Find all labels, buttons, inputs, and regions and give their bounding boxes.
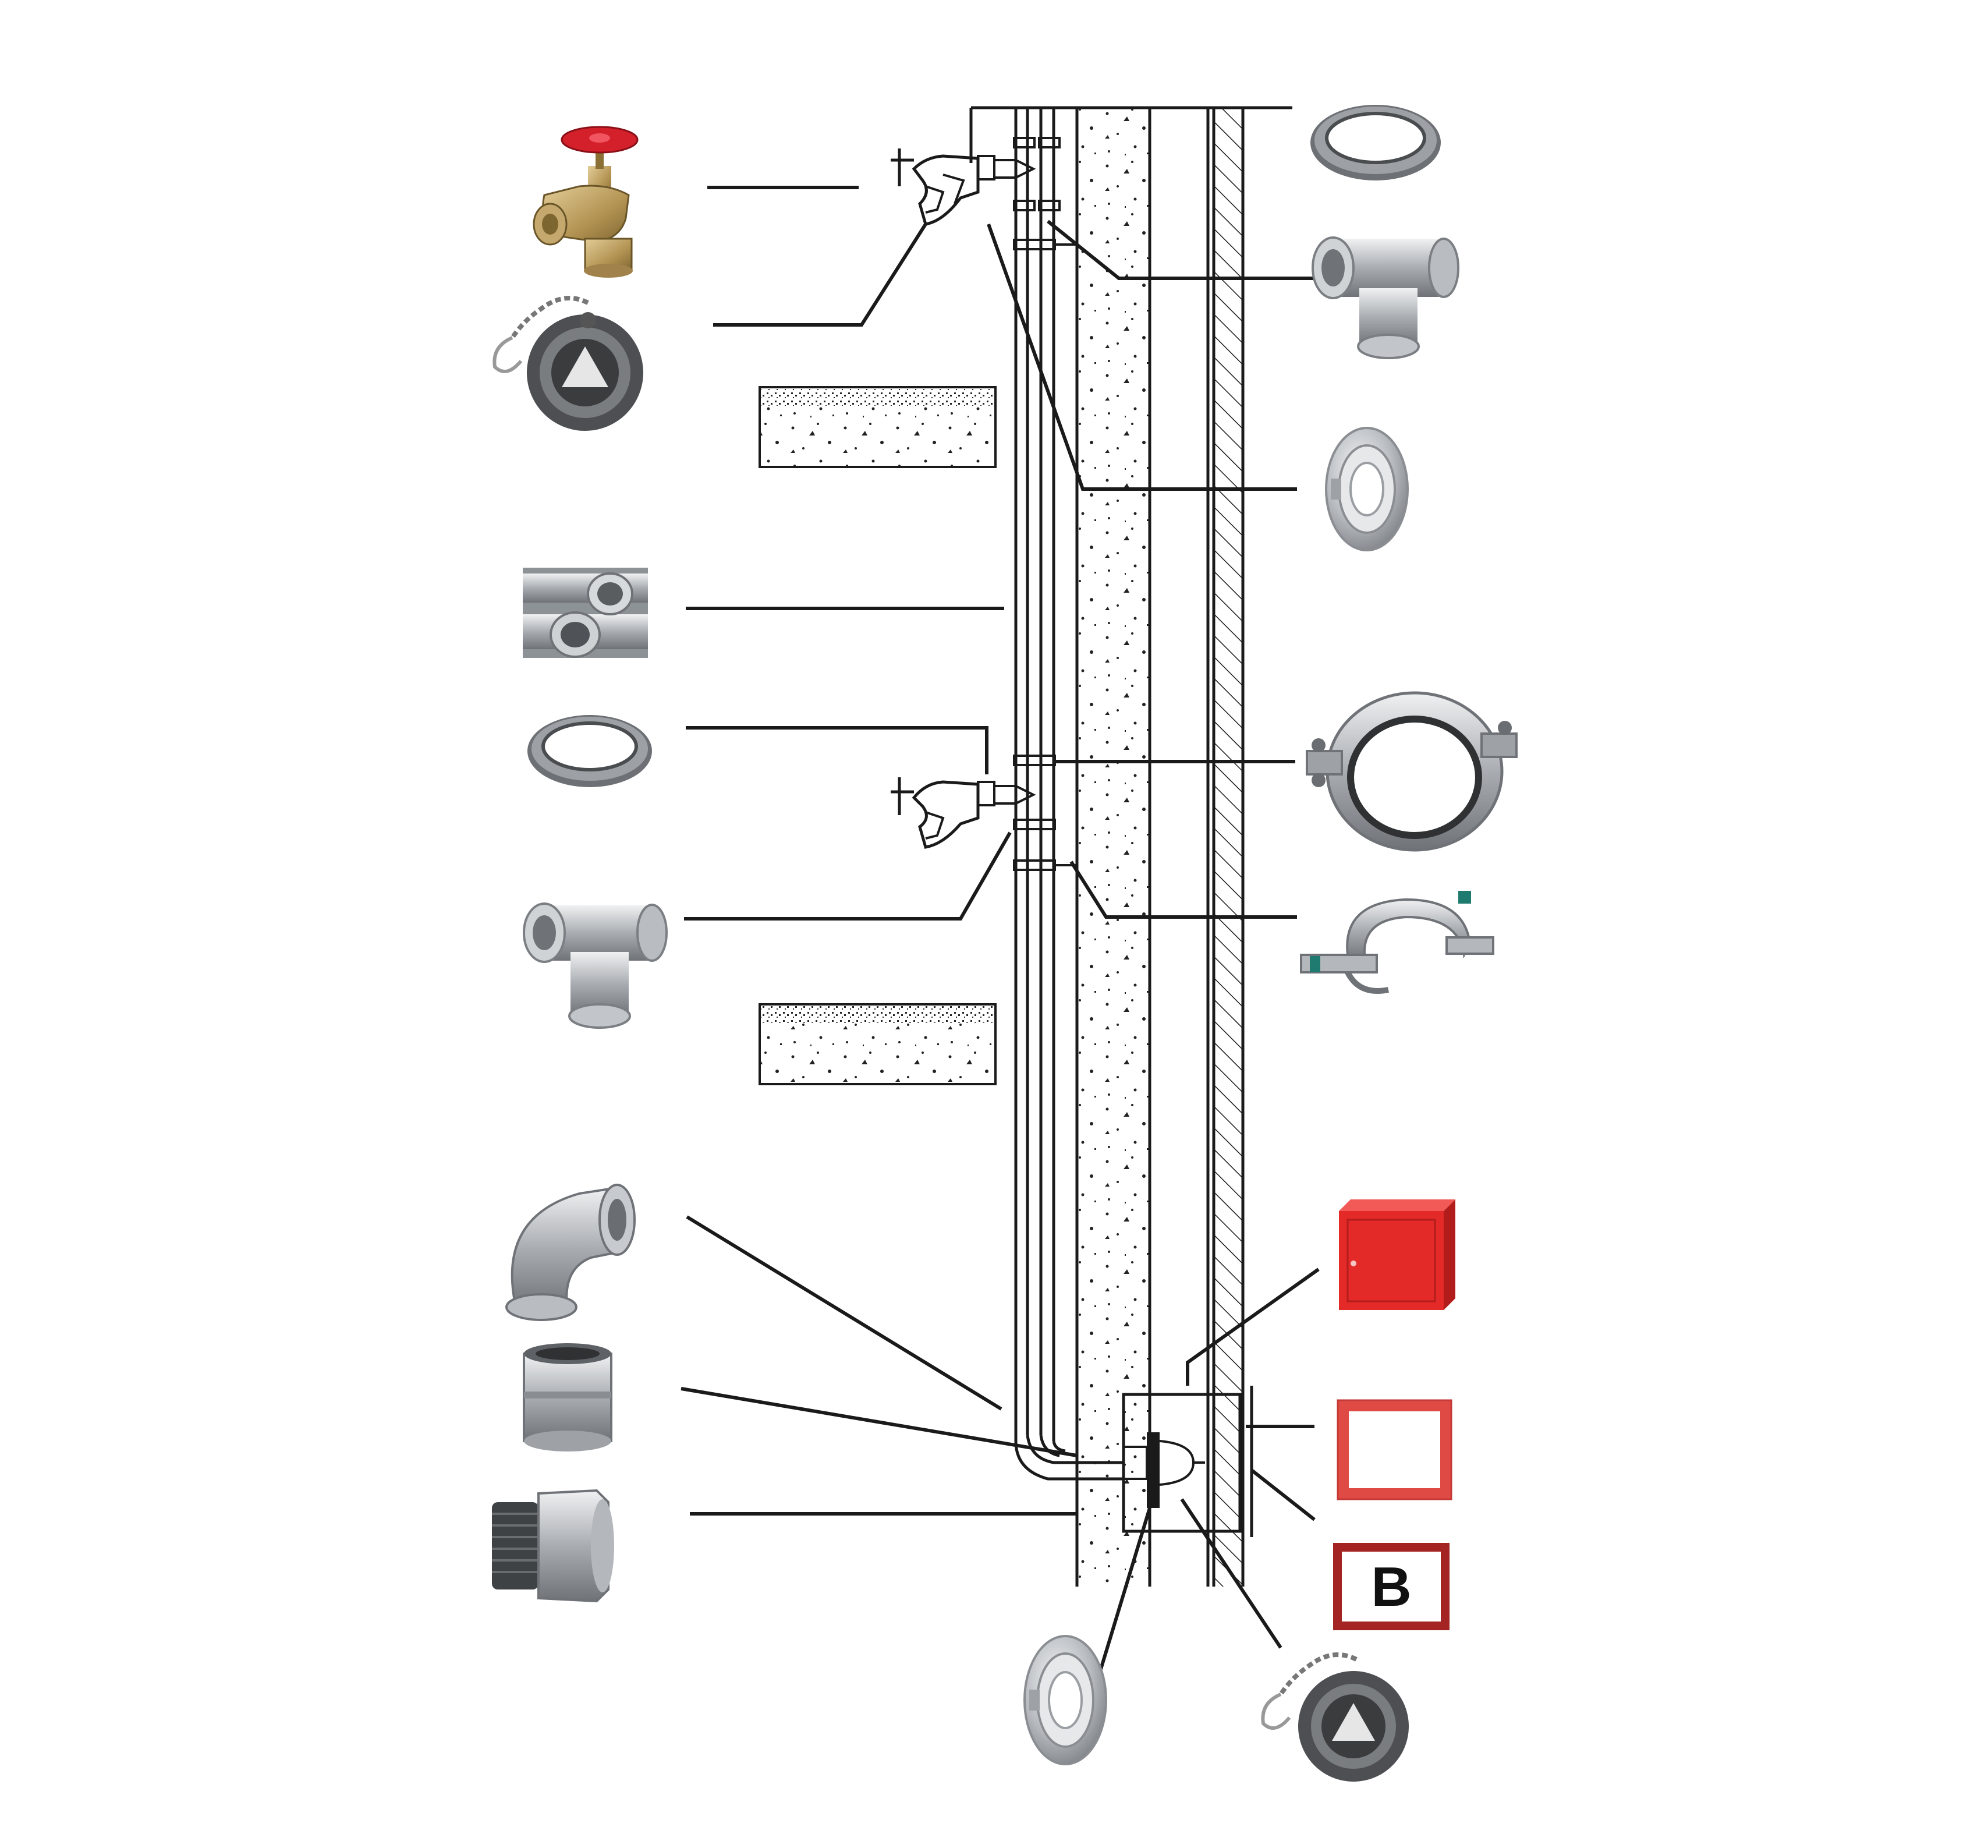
hose-cap-with-chain-icon xyxy=(492,296,643,431)
fire-hose-cabinet-icon xyxy=(1339,1199,1455,1310)
floor-slab-lower xyxy=(759,1003,997,1085)
pipe-support-bracket-icon xyxy=(1300,891,1494,994)
sign-letter: B xyxy=(1371,1556,1411,1618)
cabinet-section-drawing xyxy=(1122,1386,1253,1537)
riser-pipes xyxy=(1014,108,1124,1481)
concrete-wall xyxy=(1077,108,1150,1587)
valve-assembly-lower xyxy=(891,755,1077,871)
grooved-elbow-icon xyxy=(505,1184,636,1321)
grooved-tee-icon xyxy=(523,902,668,1029)
grooved-pipe-icon xyxy=(523,568,648,658)
sign-plate-icon: B xyxy=(1333,1543,1450,1630)
brick-wall xyxy=(1214,108,1243,1587)
threaded-socket-icon xyxy=(523,1343,612,1452)
wall-shaft xyxy=(969,106,1292,1587)
grooved-clamp-coupling-icon xyxy=(1306,691,1518,852)
hose-cap-with-chain-icon xyxy=(1261,1652,1409,1782)
angle-hydrant-valve-icon xyxy=(533,126,639,278)
leader-lines xyxy=(681,186,1320,1672)
gasket-ring-icon xyxy=(1310,105,1441,180)
storz-coupling-icon xyxy=(1023,1635,1107,1765)
valve-assembly-upper xyxy=(891,137,1077,250)
storz-coupling-icon xyxy=(1325,427,1409,551)
floor-slab-upper xyxy=(759,386,997,468)
threaded-adapter-icon xyxy=(492,1489,614,1603)
grooved-tee-icon xyxy=(1312,236,1459,359)
cabinet-frame-icon xyxy=(1337,1399,1452,1500)
gasket-ring-icon xyxy=(527,715,652,787)
